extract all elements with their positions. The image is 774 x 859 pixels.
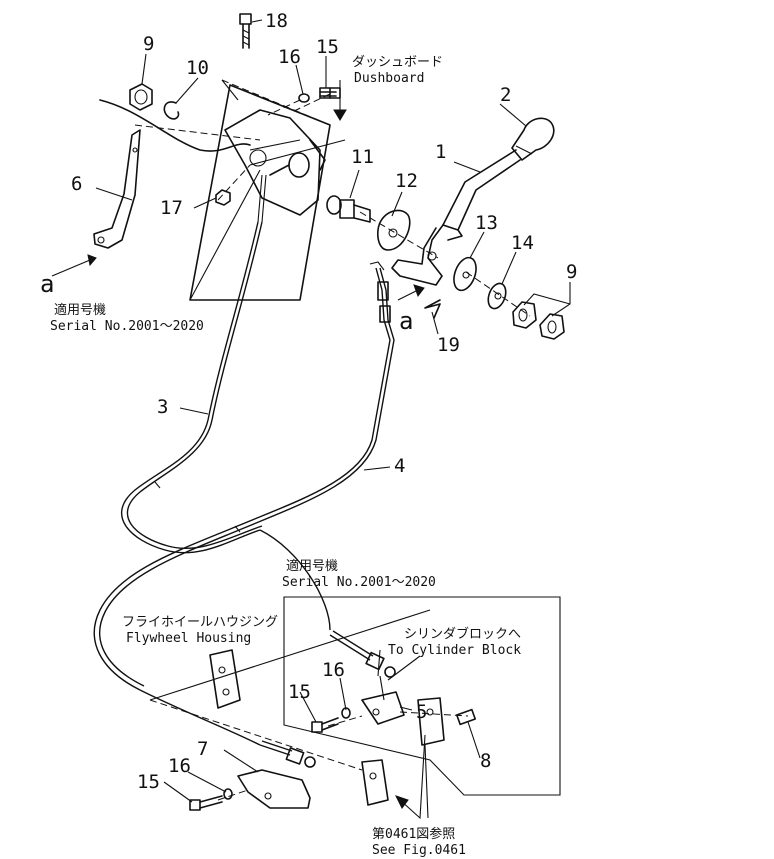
knob-2	[511, 117, 555, 161]
arrows	[51, 80, 425, 809]
label-part-1: 1	[435, 141, 446, 163]
label-part-18: 18	[265, 10, 288, 32]
nut-9-left	[129, 83, 153, 111]
label-part-10: 10	[186, 57, 209, 79]
part-number-labels: 18 9 10 16 15 2 1 11 12 6 17 13 14 9 19 …	[40, 10, 577, 793]
bracket-5	[361, 675, 405, 725]
caption-serial-en-2: Serial No.2001～2020	[282, 575, 436, 590]
caption-dashboard-jp: ダッシュボード	[352, 55, 443, 70]
label-part-17: 17	[160, 197, 183, 219]
lever-1	[391, 149, 521, 286]
label-part-9-left: 9	[143, 33, 154, 55]
label-part-9-right: 9	[566, 261, 577, 283]
label-part-12: 12	[395, 170, 418, 192]
caption-flywheel-en: Flywheel Housing	[126, 631, 251, 646]
label-part-11: 11	[351, 146, 374, 168]
bracket-7	[237, 769, 311, 809]
cable-3	[121, 221, 263, 554]
label-part-15-bottom: 15	[137, 771, 160, 793]
label-part-6: 6	[71, 173, 82, 195]
arrow-see-fig	[395, 795, 409, 809]
cable-lower	[139, 529, 431, 756]
assembly-lines	[134, 79, 531, 801]
label-view-a-left: a	[40, 270, 54, 298]
flywheel-housing-part	[209, 649, 241, 709]
rod-6	[93, 129, 141, 249]
label-part-14: 14	[511, 232, 534, 254]
label-part-4: 4	[394, 455, 405, 477]
cable-4	[93, 261, 395, 691]
label-part-15-mid: 15	[288, 681, 311, 703]
ball-joint-lower-left	[285, 747, 316, 768]
bolt-18	[239, 13, 252, 49]
nut-17	[215, 189, 231, 206]
label-part-5: 5	[416, 701, 427, 723]
label-part-16-top: 16	[278, 46, 301, 68]
washer-16-bottom	[223, 788, 233, 800]
snap-ring-10	[163, 101, 180, 120]
label-part-7: 7	[197, 738, 208, 760]
washer-13	[453, 256, 477, 292]
ball-joint-lower-right	[365, 651, 396, 678]
inset-frame	[283, 596, 561, 796]
bolt-15-bottom	[189, 795, 223, 811]
label-part-16-bottom: 16	[168, 755, 191, 777]
label-part-19: 19	[437, 334, 460, 356]
label-part-3: 3	[157, 396, 168, 418]
caption-serial-jp-2: 適用号機	[286, 558, 338, 574]
cylinder-block-part	[361, 759, 389, 806]
label-part-15-top: 15	[316, 36, 339, 58]
label-part-2: 2	[500, 84, 511, 106]
callout-captions: ダッシュボード Dushboard 適用号機 Serial No.2001～20…	[50, 55, 521, 858]
caption-dashboard-en: Dushboard	[354, 71, 424, 86]
arrow-view-a-right	[413, 284, 425, 298]
leader-lines	[95, 19, 571, 820]
caption-serial-jp-1: 適用号機	[54, 302, 106, 318]
caption-cylinder-jp: シリンダブロックへ	[404, 626, 521, 642]
washer-14	[487, 282, 507, 310]
label-view-a-right: a	[399, 307, 413, 335]
washer-16-top	[298, 93, 310, 103]
caption-flywheel-jp: フライホイールハウジング	[122, 615, 278, 630]
bolt-15-mid	[311, 717, 339, 733]
caption-seefig-jp: 第0461図参照	[372, 826, 455, 842]
arrow-dashboard	[333, 109, 347, 121]
arrow-view-a-left	[87, 254, 97, 267]
pin-19	[424, 299, 441, 319]
bolt-15-top	[319, 87, 341, 99]
nut-9-right-b	[539, 313, 565, 340]
washer-12	[377, 209, 411, 251]
label-part-8: 8	[480, 750, 491, 772]
label-part-13: 13	[475, 212, 498, 234]
stud-8	[455, 708, 477, 726]
caption-serial-en-1: Serial No.2001～2020	[50, 319, 204, 334]
caption-cylinder-en: To Cylinder Block	[388, 643, 521, 658]
cylinder-block-part-right	[417, 697, 445, 746]
lever-bracket	[224, 109, 326, 223]
label-part-16-mid: 16	[322, 659, 345, 681]
ball-joint-11	[326, 195, 371, 223]
caption-seefig-en: See Fig.0461	[372, 843, 466, 858]
nut-9-right-a	[512, 301, 537, 329]
